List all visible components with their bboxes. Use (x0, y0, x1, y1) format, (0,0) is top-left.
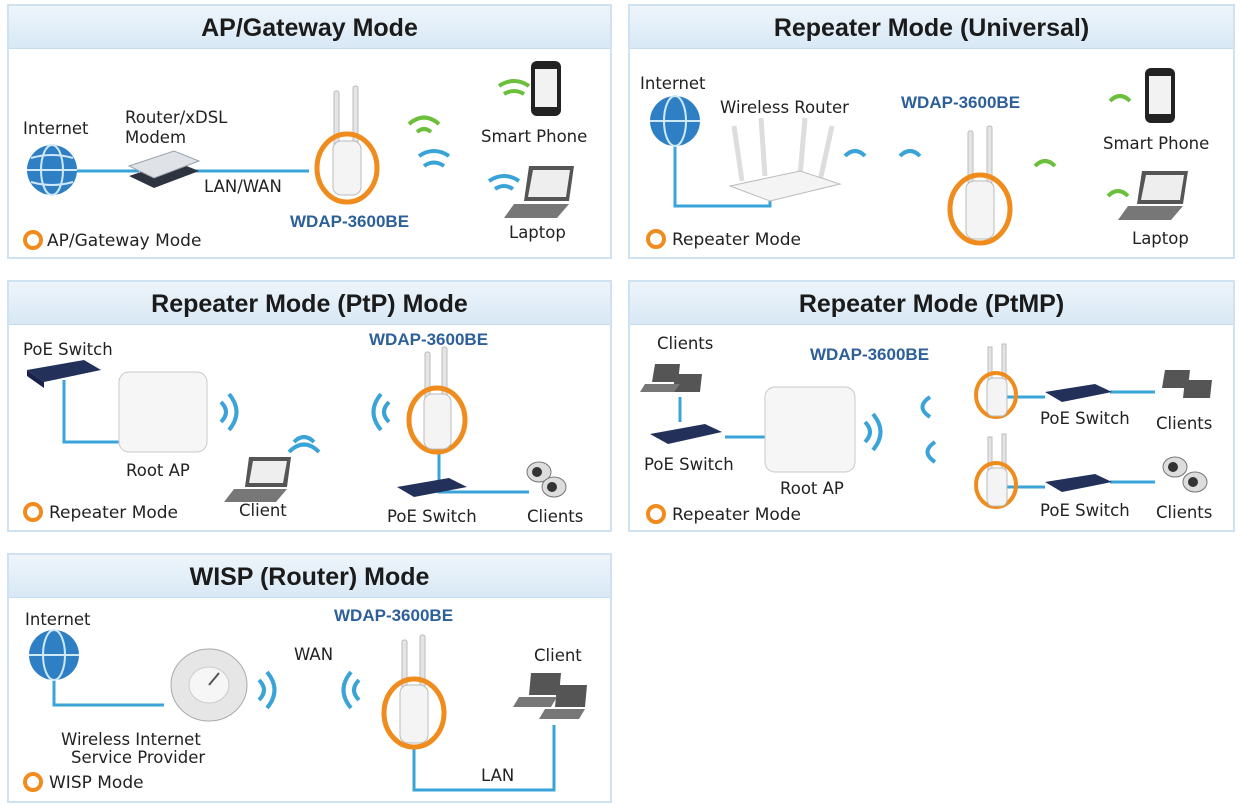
mode-bullet-icon (646, 229, 666, 249)
isp-label-line1: Wireless Internet (61, 730, 201, 749)
model-label: WDAP-3600BE (290, 212, 409, 231)
repeater-ptp-diagram: PoE Switch Root AP Client WDAP-3600BE Po… (23, 330, 583, 526)
repeater-universal-diagram: Internet Wireless Router WDAP-3600BE Sma… (640, 68, 1209, 250)
panel-ap-gateway: AP/Gateway Mode (7, 4, 612, 259)
mode-bullet-icon (23, 502, 43, 522)
internet-label: Internet (23, 119, 89, 138)
clients-2-cameras-icon (1162, 456, 1208, 493)
panel-repeater-universal: Repeater Mode (Universal) (628, 4, 1235, 259)
panel-title: Repeater Mode (PtP) Mode (9, 282, 610, 325)
wifi-waves-icon (863, 395, 937, 464)
clients-1-label: Clients (1156, 414, 1212, 433)
switch-to-ap-link (62, 380, 119, 444)
wdap-repeater-2-icon (974, 433, 1018, 509)
mode-label: WISP Mode (49, 773, 144, 793)
poe-switch-2-label: PoE Switch (387, 507, 477, 526)
wdap-device-icon (381, 634, 447, 750)
poe-switch-1-label: PoE Switch (1040, 409, 1130, 428)
clients-1-laptops-icon (1162, 370, 1212, 398)
poe-switch-left-label: PoE Switch (644, 455, 734, 474)
isp-label-line2: Service Provider (71, 748, 205, 767)
laptop-icon (224, 457, 291, 502)
panel-title: WISP (Router) Mode (9, 555, 610, 598)
laptop-label: Laptop (509, 223, 566, 242)
client-label: Client (534, 646, 582, 665)
panel-title: Repeater Mode (PtMP) (630, 282, 1233, 325)
client-laptops-icon (513, 673, 587, 719)
laptop-icon (504, 166, 574, 218)
clients-2-label: Clients (1156, 503, 1212, 522)
modem-icon (127, 150, 201, 188)
mode-bullet-icon (23, 230, 43, 250)
poe-switch-1-icon (1045, 384, 1112, 402)
panel-repeater-ptp: Repeater Mode (PtP) Mode (7, 280, 612, 532)
panel-repeater-ptmp: Repeater Mode (PtMP) (628, 280, 1235, 532)
wdap-device-icon (947, 125, 1013, 246)
lan-wan-label: LAN/WAN (204, 177, 282, 196)
poe-switch-icon (27, 360, 101, 388)
panel-title: AP/Gateway Mode (9, 6, 610, 49)
mode-label: Repeater Mode (49, 503, 178, 523)
wifi-waves-icon (257, 670, 361, 710)
laptop-label: Laptop (1132, 229, 1189, 248)
poe-switch-2-icon (1045, 474, 1112, 492)
smart-phone-icon (1145, 68, 1175, 123)
root-ap-icon (764, 386, 856, 473)
root-ap-label: Root AP (780, 479, 844, 498)
smart-phone-label: Smart Phone (1103, 134, 1209, 153)
laptop-icon (1118, 171, 1188, 220)
internet-label: Internet (640, 74, 706, 93)
globe-icon (27, 144, 77, 196)
client-label: Client (239, 501, 287, 520)
lan-label: LAN (481, 766, 514, 785)
wdap-repeater-1-icon (974, 343, 1018, 419)
model-label: WDAP-3600BE (901, 93, 1020, 112)
router-label-line1: Router/xDSL (125, 108, 228, 127)
model-label: WDAP-3600BE (369, 330, 488, 349)
wdap-device-icon (314, 85, 380, 205)
wireless-router-label: Wireless Router (720, 98, 849, 117)
internet-link (52, 675, 164, 707)
repeater-ptmp-diagram: Clients WDAP-3600BE PoE Switch Root AP P… (640, 334, 1212, 525)
panel-wisp: WISP (Router) Mode (7, 553, 612, 803)
wifi-waves-icon (219, 392, 391, 454)
mode-bullet-icon (646, 504, 666, 524)
clients-label: Clients (527, 507, 583, 526)
router-label-line2: Modem (125, 128, 186, 147)
mode-label: AP/Gateway Mode (47, 231, 201, 251)
poe-switch-icon (397, 478, 467, 497)
mode-label: Repeater Mode (672, 230, 801, 250)
root-ap-label: Root AP (126, 461, 190, 480)
wireless-router-icon (728, 117, 842, 202)
wifi-waves-icon (843, 94, 1132, 198)
cameras-icon (526, 461, 567, 498)
ap-gateway-diagram: Internet Router/xDSL Modem LAN/WAN WDAP-… (23, 61, 587, 251)
wdap-device-icon (406, 346, 468, 455)
lan-link (412, 725, 556, 792)
model-label: WDAP-3600BE (810, 345, 929, 364)
smart-phone-icon (531, 61, 561, 116)
clients-top-label: Clients (657, 334, 713, 353)
poe-switch-icon (650, 424, 722, 444)
wan-label: WAN (294, 645, 333, 664)
wisp-diagram: Internet WDAP-3600BE WAN Client Wireless… (23, 606, 587, 793)
smart-phone-label: Smart Phone (481, 127, 587, 146)
mode-bullet-icon (23, 772, 43, 792)
globe-icon (29, 629, 79, 681)
panel-title: Repeater Mode (Universal) (630, 6, 1233, 49)
wifi-waves-icon (407, 79, 531, 191)
poe-switch-label: PoE Switch (23, 340, 113, 359)
mode-label: Repeater Mode (672, 505, 801, 525)
model-label: WDAP-3600BE (334, 606, 453, 625)
internet-label: Internet (25, 610, 91, 629)
clients-laptops-icon (640, 364, 702, 392)
poe-switch-2-label: PoE Switch (1040, 501, 1130, 520)
dish-antenna-icon (170, 648, 248, 722)
root-ap-icon (118, 371, 208, 453)
globe-icon (650, 95, 700, 147)
